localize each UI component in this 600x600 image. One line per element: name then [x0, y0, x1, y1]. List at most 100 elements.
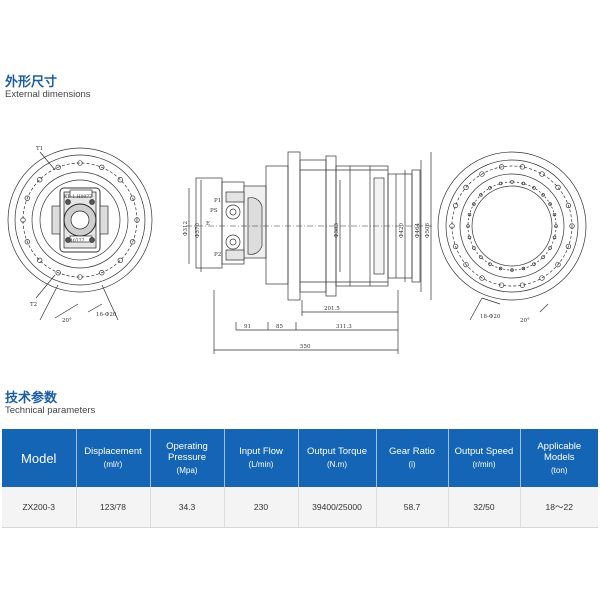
- table-row: ZX200-3 123/78 34.3 230 39400/25000 58.7…: [2, 487, 598, 528]
- bolt-hole: [55, 270, 61, 276]
- bolt-hole: [463, 261, 469, 268]
- bolt-hole: [488, 262, 492, 266]
- bolt-hole: [498, 181, 503, 186]
- bolt-hole: [452, 202, 459, 209]
- header-gear-ratio: Gear Ratio(i): [376, 429, 449, 487]
- label-t2: T2: [30, 302, 37, 308]
- port-ps: PS: [210, 208, 218, 214]
- dia-370: Φ370: [195, 222, 201, 238]
- bolt-hole: [519, 282, 526, 288]
- dimensions-title-cn: 外形尺寸: [5, 74, 58, 89]
- port-p2: P2: [214, 252, 221, 258]
- bolt-hole: [467, 235, 472, 240]
- technical-title-en: Technical parameters: [5, 405, 96, 416]
- bolt-hole: [548, 202, 552, 206]
- bolt-hole: [77, 274, 83, 280]
- bolt-hole: [37, 177, 43, 183]
- bolt-hole: [510, 268, 514, 272]
- dim-85: 85: [276, 324, 283, 330]
- right-holes-label: 18-Φ20: [480, 314, 501, 320]
- bolt-hole: [555, 261, 561, 268]
- bolt-hole: [552, 212, 557, 217]
- bolt-hole: [479, 171, 485, 177]
- bolt-hole: [521, 266, 526, 271]
- header-operating-pressure: Operating Pressure(Mpa): [150, 429, 225, 487]
- bolt-hole: [555, 184, 561, 191]
- bolt-hole: [452, 243, 459, 250]
- cell-output-speed: 32/50: [448, 487, 521, 528]
- bolt-hole: [99, 164, 105, 170]
- right-angle-label: 20°: [520, 318, 530, 324]
- bolt-hole: [467, 212, 472, 217]
- bolt-hole: [466, 224, 470, 228]
- header-output-torque: Output Torque(N.m): [298, 429, 377, 487]
- bolt-hole: [488, 186, 492, 190]
- bolt-hole: [479, 193, 483, 197]
- bolt-hole: [134, 217, 140, 223]
- bolt-holes-outer: [20, 160, 140, 280]
- bolt-hole: [55, 164, 61, 170]
- bolt-hole: [117, 177, 123, 183]
- bolt-hole: [20, 217, 26, 223]
- bolt-hole: [539, 275, 545, 281]
- technical-header: 技术参数 Technical parameters: [5, 390, 95, 417]
- dimensions-title-en: External dimensions: [5, 89, 91, 100]
- dim-311-3: 311.3: [336, 324, 352, 330]
- left-angle-label: 20°: [62, 318, 72, 324]
- dia-420: Φ420: [399, 222, 405, 238]
- dimensions-header: 外形尺寸 External dimensions: [5, 74, 91, 101]
- header-output-speed: Output Speed(r/min): [448, 429, 521, 487]
- bolt-hole: [548, 246, 552, 250]
- bolt-hole: [449, 223, 455, 229]
- bolt-hole: [498, 266, 503, 271]
- table-header-row: Model Displacement(ml/r) Operating Press…: [2, 429, 598, 487]
- bolt-hole: [521, 181, 526, 186]
- bolt-holes-inner: [466, 180, 558, 272]
- bolt-hole: [539, 171, 545, 177]
- header-input-flow: Input Flow(L/min): [224, 429, 299, 487]
- bolt-hole: [472, 202, 476, 206]
- header-displacement: Displacement(ml/r): [76, 429, 151, 487]
- port-e: E: [206, 221, 210, 227]
- bolt-holes-outer: [449, 164, 575, 288]
- bolt-hole: [532, 262, 536, 266]
- bolt-hole: [130, 239, 136, 245]
- bolt-hole: [117, 257, 123, 263]
- bolt-hole: [565, 202, 572, 209]
- cell-gear-ratio: 58.7: [376, 487, 449, 528]
- bolt-hole: [498, 164, 505, 170]
- dia-383: Φ383: [334, 222, 340, 238]
- bolt-hole: [24, 239, 30, 245]
- technical-title-cn: 技术参数: [5, 390, 58, 405]
- bolt-hole: [554, 224, 558, 228]
- bolt-hole: [77, 160, 83, 166]
- bolt-hole: [532, 186, 536, 190]
- bolt-hole: [519, 164, 526, 170]
- bolt-hole: [472, 246, 476, 250]
- cell-applicable-models: 18～22: [520, 487, 598, 528]
- dia-464: Φ464: [415, 222, 421, 238]
- bolt-hole: [498, 282, 505, 288]
- dia-506: Φ506: [425, 222, 431, 238]
- bolt-hole: [569, 223, 575, 229]
- nameplate-line2: 40777: [70, 238, 84, 244]
- header-model: Model: [2, 429, 77, 487]
- dim-91: 91: [244, 324, 251, 330]
- bolt-hole: [479, 255, 483, 259]
- bolt-hole: [37, 257, 43, 263]
- cell-input-flow: 230: [224, 487, 299, 528]
- bolt-hole: [24, 195, 30, 201]
- left-front-view: [7, 147, 153, 321]
- bolt-hole: [552, 235, 557, 240]
- dim-201-5: 201.5: [324, 306, 340, 312]
- label-t1: T1: [36, 146, 43, 152]
- cell-model: ZX200-3: [2, 487, 77, 528]
- cell-operating-pressure: 34.3: [150, 487, 225, 528]
- cell-displacement: 123/78: [76, 487, 151, 528]
- bolt-hole: [510, 180, 514, 184]
- bolt-hole: [479, 275, 485, 281]
- bolt-hole: [565, 243, 572, 250]
- technical-parameters-table: Model Displacement(ml/r) Operating Press…: [2, 429, 598, 528]
- bolt-hole: [99, 270, 105, 276]
- bolt-hole: [541, 193, 545, 197]
